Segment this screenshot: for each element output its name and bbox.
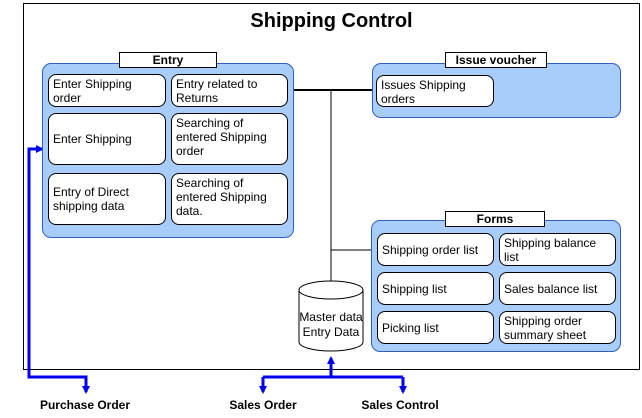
- diagram-title: Shipping Control: [250, 10, 413, 32]
- forms-cell-shipping-balance-list[interactable]: Shipping balance list: [499, 233, 616, 266]
- forms-cell-sales-balance-list[interactable]: Sales balance list: [499, 272, 616, 305]
- entry-cell-direct-shipping-text: Entry of Direct shipping data: [53, 185, 130, 213]
- footer-purchase-order: Purchase Order: [39, 398, 131, 412]
- entry-cell-search-shipping-order[interactable]: Searching of entered Shipping order: [171, 113, 288, 165]
- entry-cell-entry-related-returns[interactable]: Entry related to Returns: [171, 74, 288, 107]
- database-cylinder-icon: [298, 280, 364, 352]
- entry-cell-enter-shipping-text: Enter Shipping: [53, 132, 132, 146]
- forms-cell-shipping-list[interactable]: Shipping list: [377, 272, 494, 305]
- entry-cell-enter-shipping[interactable]: Enter Shipping: [48, 113, 166, 165]
- forms-cell-picking-list-text: Picking list: [382, 320, 439, 335]
- forms-cell-shipping-order-list[interactable]: Shipping order list: [377, 233, 494, 266]
- forms-cell-picking-list[interactable]: Picking list: [377, 311, 494, 344]
- forms-cell-shipping-list-text: Shipping list: [382, 281, 447, 296]
- entry-cell-direct-shipping-data[interactable]: Entry of Direct shipping data: [48, 173, 166, 225]
- issue-cell-issues-shipping-orders[interactable]: Issues Shipping orders: [376, 75, 494, 107]
- forms-cell-order-summary-sheet[interactable]: Shipping order summary sheet: [499, 311, 616, 344]
- issue-voucher-label: Issue voucher: [445, 52, 547, 68]
- forms-panel-label: Forms: [445, 211, 545, 227]
- entry-panel-label: Entry: [119, 52, 217, 68]
- forms-cell-sales-balance-list-text: Sales balance list: [504, 281, 598, 296]
- footer-sales-order: Sales Order: [229, 398, 297, 412]
- entry-cell-enter-shipping-order[interactable]: Enter Shipping order: [48, 74, 166, 107]
- forms-cell-shipping-order-list-text: Shipping order list: [382, 242, 479, 257]
- footer-sales-control: Sales Control: [361, 398, 439, 412]
- entry-cell-search-shipping-data[interactable]: Searching of entered Shipping data.: [171, 173, 288, 225]
- database-label: Master data Entry Data: [299, 310, 363, 339]
